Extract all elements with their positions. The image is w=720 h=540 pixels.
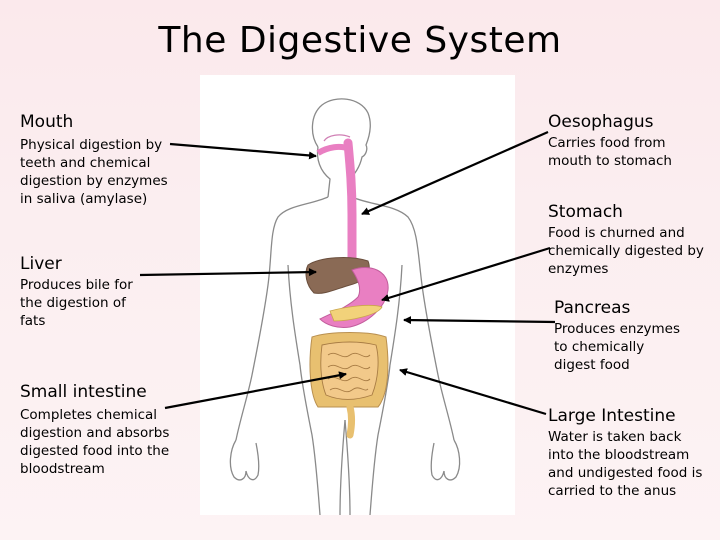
liver-label: Liver — [20, 254, 62, 274]
large-intestine-description: Water is taken back into the bloodstream… — [548, 429, 703, 499]
mouth-description: Physical digestion by teeth and chemical… — [20, 137, 168, 207]
body-figure-panel — [200, 75, 515, 516]
pancreas-label: Pancreas — [554, 298, 631, 318]
pancreas-description: Produces enzymes to chemically digest fo… — [554, 321, 681, 373]
oesophagus-description: Carries food from mouth to stomach — [548, 135, 672, 169]
human-body-illustration — [229, 98, 461, 516]
page-title: The Digestive System — [158, 20, 562, 61]
oesophagus-label: Oesophagus — [548, 112, 654, 132]
stomach-label: Stomach — [548, 202, 623, 222]
stomach-description: Food is churned and chemically digested … — [548, 225, 704, 277]
small-intestine-description: Completes chemical digestion and absorbs… — [20, 407, 170, 477]
mouth-label: Mouth — [20, 112, 74, 132]
small-intestine-label: Small intestine — [20, 382, 147, 402]
liver-description: Produces bile for the digestion of fats — [20, 277, 133, 329]
large-intestine-label: Large Intestine — [548, 406, 676, 426]
